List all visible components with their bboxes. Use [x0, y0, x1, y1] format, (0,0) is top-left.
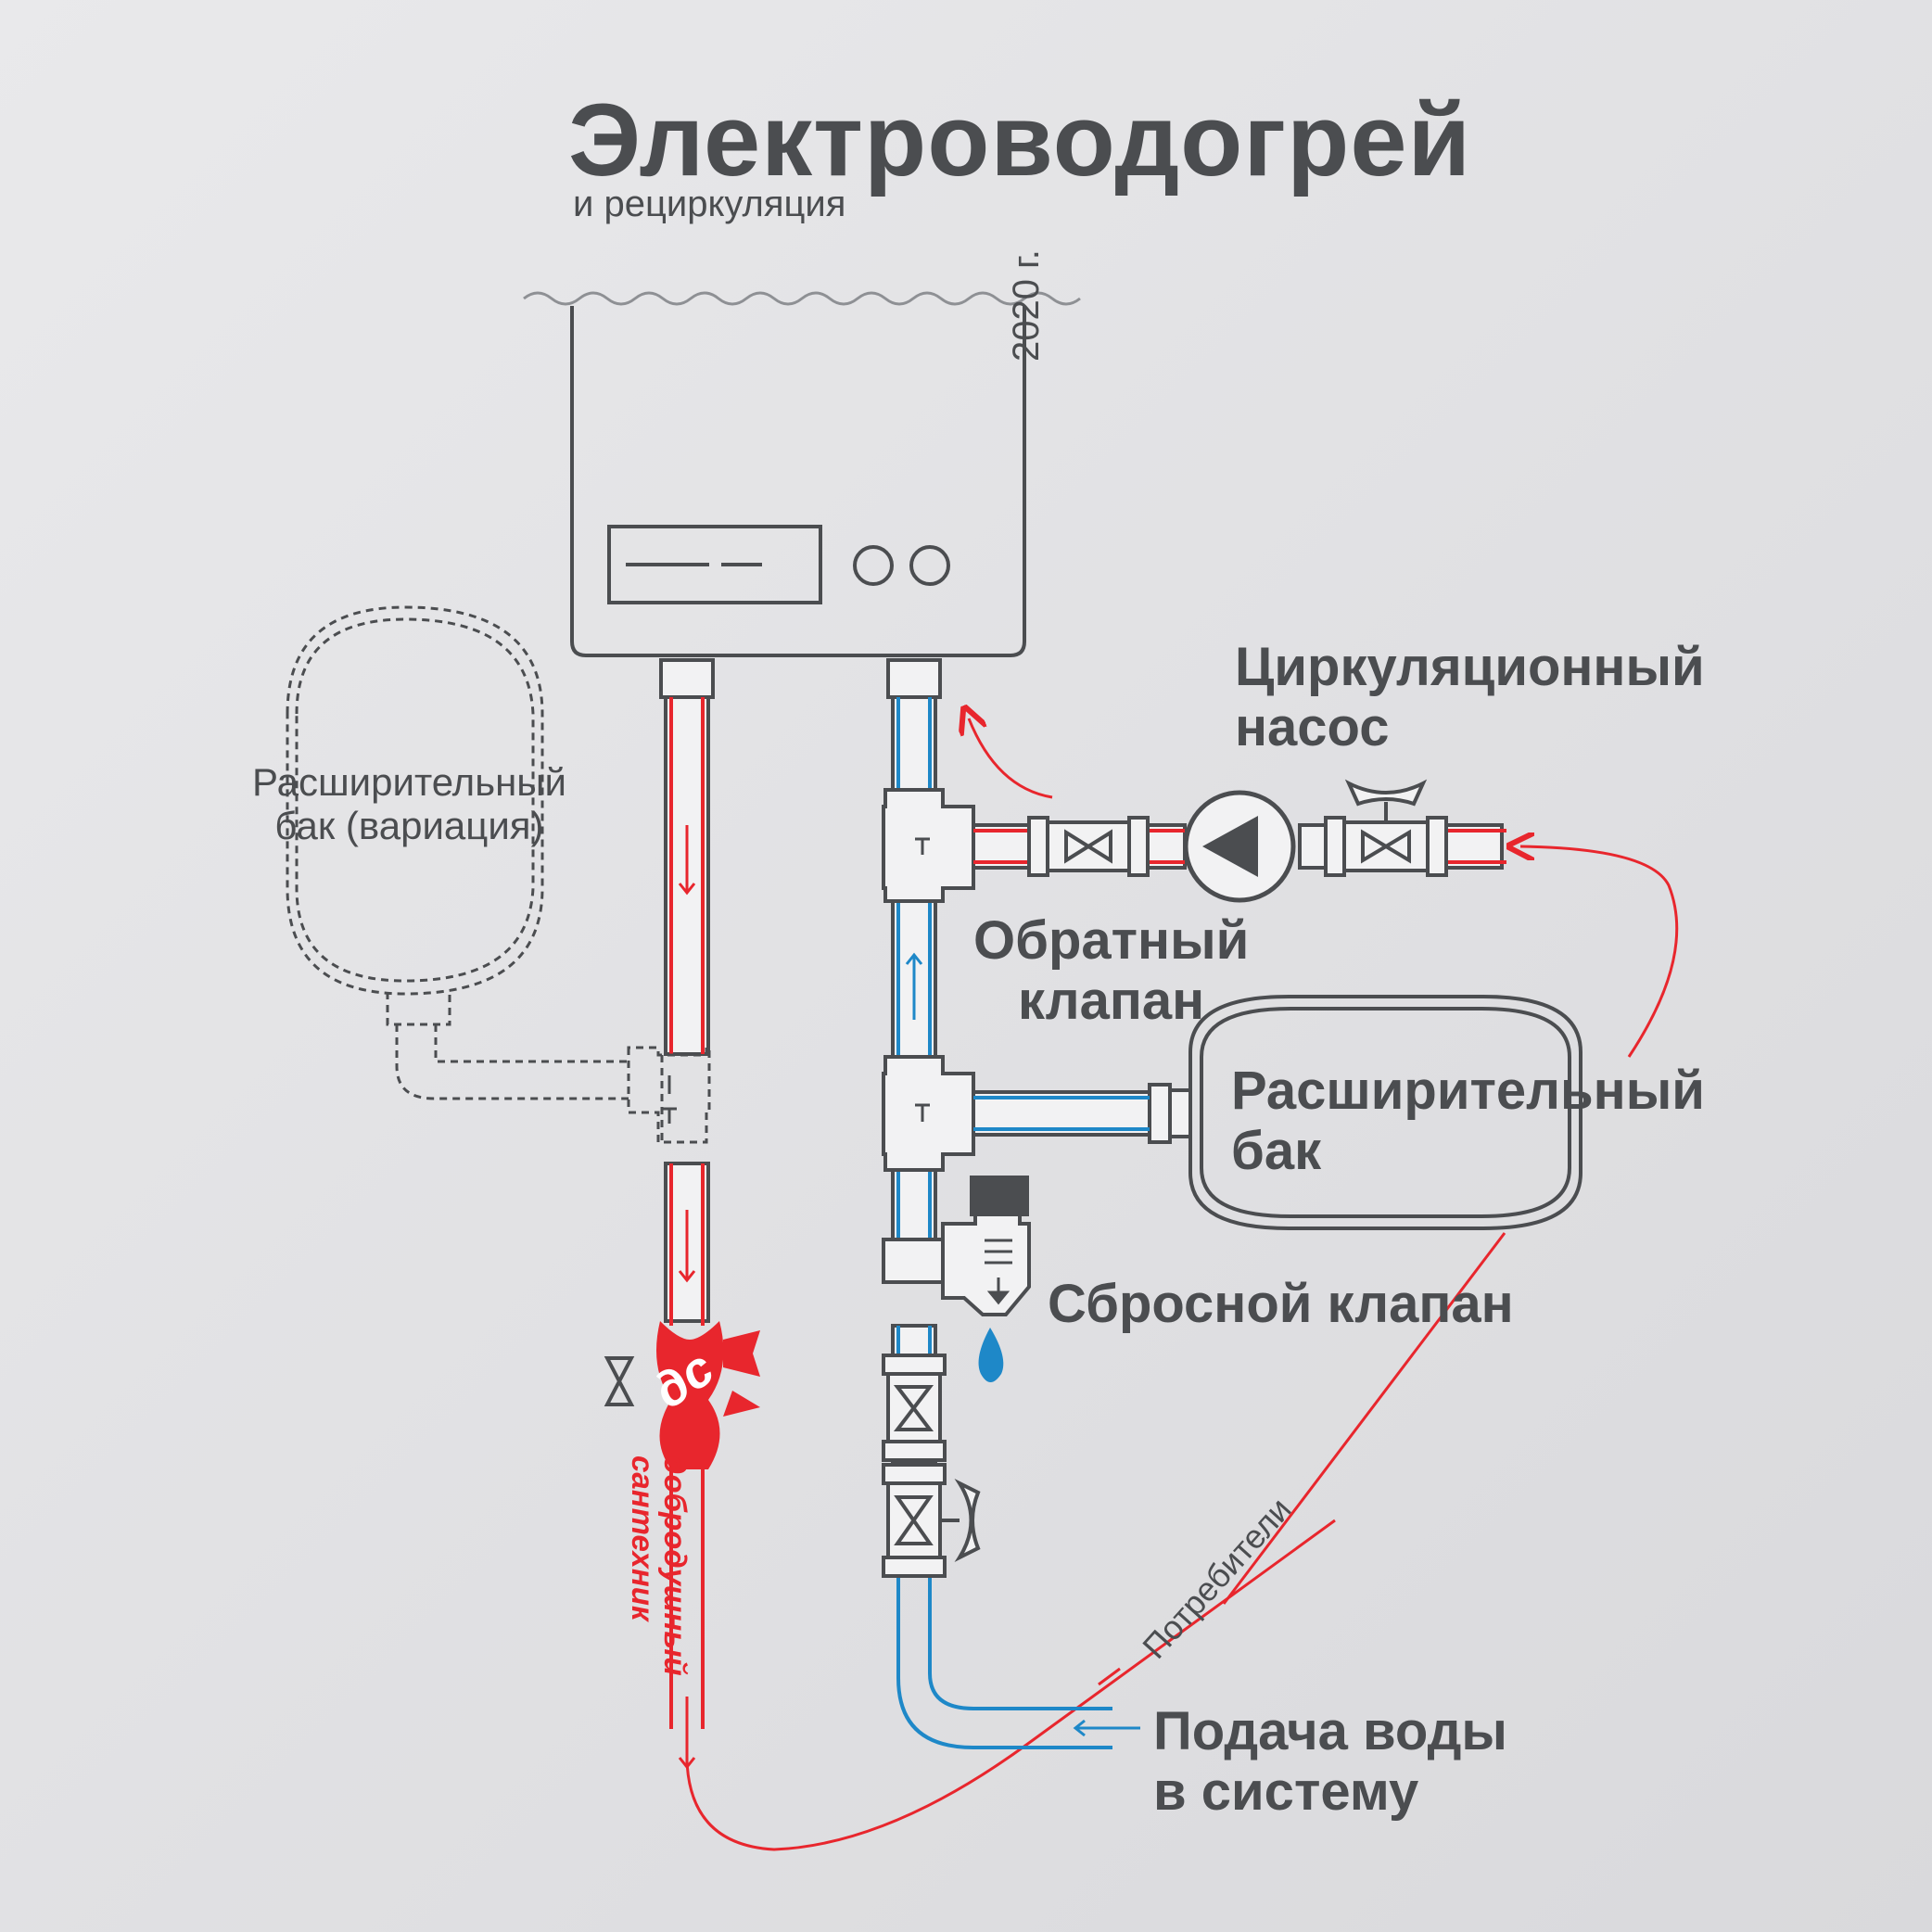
brand-name: добродушный сантехник — [626, 1455, 693, 1676]
flow-arrow-icon — [678, 825, 696, 1770]
check-valve-icon — [1027, 816, 1150, 877]
flow-arrow-icon — [969, 718, 1053, 799]
ball-valve-icon — [882, 1463, 981, 1578]
tee-icon — [882, 788, 975, 1172]
knob-icon — [909, 545, 950, 586]
knob-icon — [853, 545, 894, 586]
year-label: 2020 г. — [1006, 249, 1047, 362]
cold-inlet-fitting — [886, 658, 942, 699]
check-valve-icon — [882, 1354, 947, 1462]
ball-valve-icon — [1324, 779, 1448, 877]
relief-valve-label: Сбросной клапан — [1048, 1274, 1514, 1334]
expansion-tank-pipe — [972, 1083, 1192, 1144]
flow-arrow-icon — [1520, 846, 1679, 1058]
display-icon — [607, 525, 822, 604]
water-supply-label: Подача воды в систему — [1153, 1701, 1507, 1822]
flow-arrow-icon — [905, 952, 1140, 1737]
water-surface-wave — [523, 291, 1081, 306]
page-title: Электроводогрей — [568, 83, 1472, 197]
heater-icon — [570, 306, 1026, 657]
expansion-tank-variation-label: Расширительный бак (вариация) — [252, 760, 566, 848]
check-valve-label: Обратный клапан — [973, 910, 1250, 1031]
water-drop-icon — [978, 1328, 1004, 1382]
brand-logo-icon: дс — [604, 1321, 760, 1469]
safety-valve-icon — [882, 1176, 1031, 1316]
pump-icon — [1183, 790, 1296, 903]
page-subtitle: и рециркуляция — [573, 184, 846, 224]
hot-outlet-fitting — [659, 658, 715, 699]
circulation-pump-label: Циркуляционный насос — [1235, 637, 1705, 757]
consumers-red-line — [685, 1519, 1336, 1851]
expansion-tank-icon — [1188, 995, 1582, 1230]
expansion-tank-label: Расширительный бак — [1231, 1061, 1705, 1181]
expansion-tank-variation-icon — [286, 605, 711, 1144]
